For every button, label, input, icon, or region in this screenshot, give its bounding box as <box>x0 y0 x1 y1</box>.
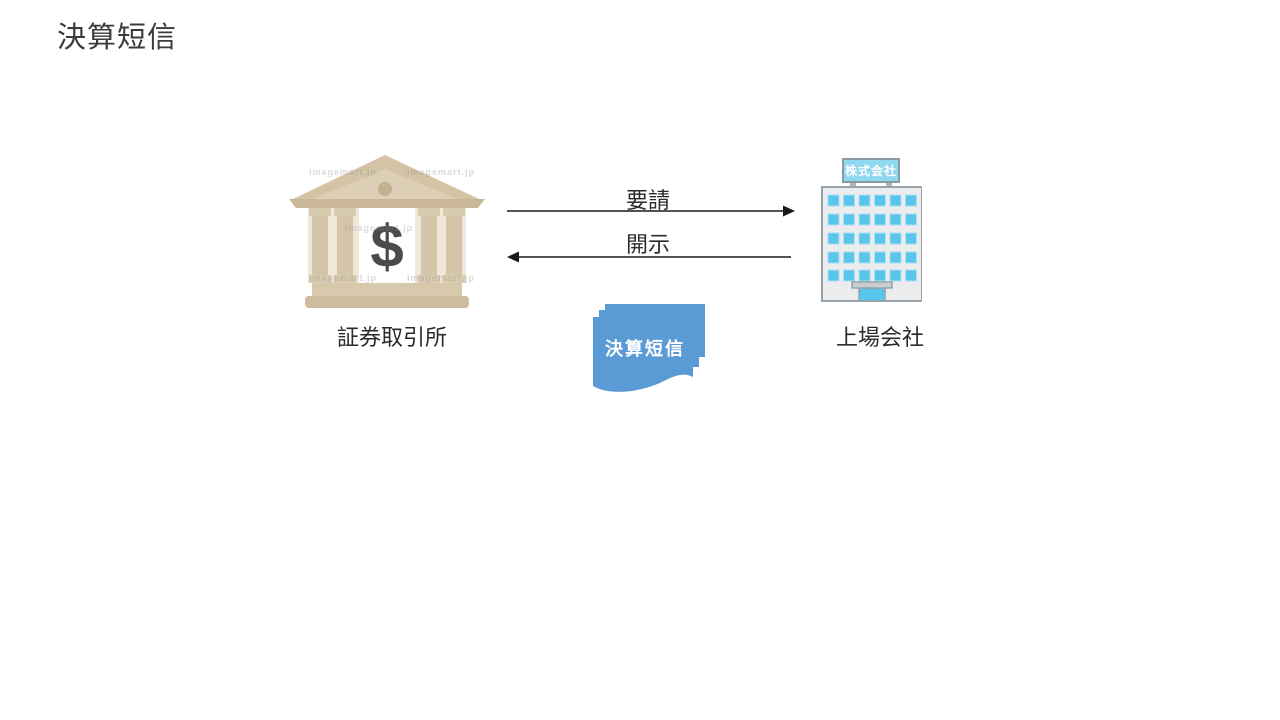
svg-text:imagemart.jp: imagemart.jp <box>309 273 377 283</box>
document-label: 決算短信 <box>605 338 685 359</box>
bank-step-lower <box>305 296 469 308</box>
dollar-icon: $ <box>370 213 403 280</box>
bank-columns <box>309 208 465 283</box>
building-windows <box>827 194 917 282</box>
disclosure-arrow <box>507 251 791 263</box>
bank-eaves <box>289 199 485 208</box>
disclosure-label: 開示 <box>625 232 670 257</box>
company-label: 上場会社 <box>835 325 924 350</box>
stock-photo-watermark: imagemart.jp imagemart.jp imagemart.jp i… <box>309 167 475 283</box>
flow-arrows <box>507 205 795 263</box>
exchange-label: 証券取引所 <box>336 325 447 350</box>
bank-roof-ornament <box>378 182 392 196</box>
office-building-icon: 株式会社 <box>821 158 922 302</box>
company-sign <box>842 158 900 183</box>
document-stack <box>593 304 705 392</box>
request-arrow <box>507 205 795 217</box>
svg-text:imagemart.jp: imagemart.jp <box>407 167 475 177</box>
svg-text:imagemart.jp: imagemart.jp <box>309 167 377 177</box>
svg-text:imagemart.jp: imagemart.jp <box>345 223 413 233</box>
building-door <box>858 287 886 302</box>
svg-text:imagemart.jp: imagemart.jp <box>407 273 475 283</box>
bank-step-upper <box>312 283 462 296</box>
bank-building-icon: $ imagemart.jp imagemart.jp imagemart.jp… <box>289 155 485 308</box>
request-label: 要請 <box>625 188 670 213</box>
company-sign-label: 株式会社 <box>845 163 897 178</box>
building-awning <box>851 281 893 289</box>
slide-title: 決算短信 <box>57 22 178 54</box>
report-document-shape: 決算短信 <box>593 304 705 392</box>
